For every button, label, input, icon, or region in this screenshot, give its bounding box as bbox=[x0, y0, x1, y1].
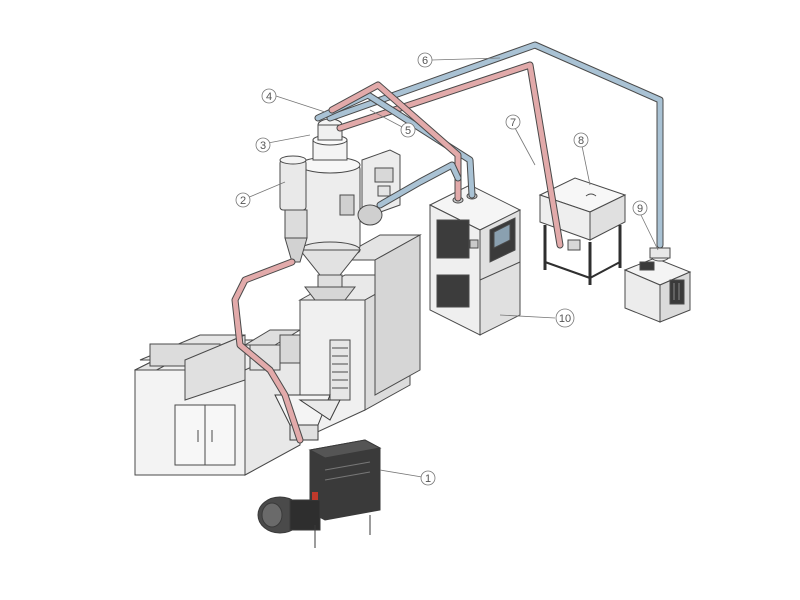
callout-2-label: 2 bbox=[240, 195, 246, 207]
dehumidifier bbox=[428, 184, 522, 336]
callout-8-label: 8 bbox=[578, 135, 584, 147]
callout-7: 7 bbox=[505, 114, 521, 130]
pipes bbox=[231, 41, 664, 444]
callout-9: 9 bbox=[632, 200, 648, 216]
callout-3-label: 3 bbox=[260, 140, 266, 152]
callout-4: 4 bbox=[261, 88, 277, 104]
callout-8: 8 bbox=[573, 132, 589, 148]
granulator-unit bbox=[257, 394, 382, 548]
callout-9-label: 9 bbox=[637, 203, 643, 215]
callout-leaders bbox=[246, 57, 659, 479]
callout-3: 3 bbox=[255, 137, 271, 153]
callout-10-label: 10 bbox=[559, 313, 571, 325]
callout-5-label: 5 bbox=[405, 125, 411, 137]
callout-2: 2 bbox=[235, 192, 251, 208]
callout-7-label: 7 bbox=[510, 117, 516, 129]
vacuum-loader bbox=[623, 247, 692, 323]
callout-10: 10 bbox=[555, 308, 575, 328]
injection-molding-machine bbox=[133, 234, 422, 476]
callout-1-label: 1 bbox=[425, 473, 431, 485]
callout-6-label: 6 bbox=[422, 55, 428, 67]
hopper-dryer bbox=[279, 118, 401, 301]
callout-1: 1 bbox=[420, 470, 436, 486]
callout-5: 5 bbox=[400, 122, 416, 138]
callout-6: 6 bbox=[417, 52, 433, 68]
callout-4-label: 4 bbox=[266, 91, 272, 103]
